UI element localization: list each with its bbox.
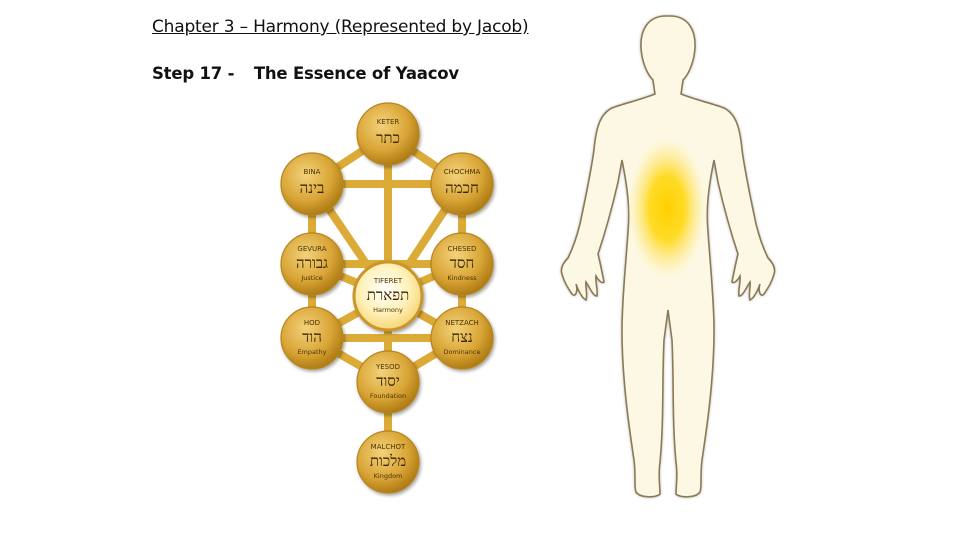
sefira-name: YESOD: [375, 363, 400, 371]
sefira-circle: [280, 306, 344, 370]
sefira-name: NETZACH: [445, 319, 479, 327]
sefira-circle: [430, 152, 494, 216]
sefira-circle: [430, 306, 494, 370]
sefira-hebrew: חכמה: [445, 179, 479, 197]
torso-glow: [627, 136, 707, 280]
sefira-translation: Harmony: [373, 306, 403, 314]
sefira-keter: KETER כתר: [356, 102, 420, 166]
sefira-circle: [430, 232, 494, 296]
sefira-hebrew: גבורה: [296, 254, 328, 272]
slide-title: Chapter 3 – Harmony (Represented by Jaco…: [152, 17, 529, 37]
sefira-circle: [280, 152, 344, 216]
sefira-translation: Dominance: [444, 348, 481, 356]
sefira-translation: Empathy: [297, 348, 326, 356]
sefira-translation: Kindness: [447, 274, 477, 282]
sefira-translation: Kingdom: [374, 472, 403, 480]
sefira-circle: [352, 260, 424, 332]
sefira-name: CHOCHMA: [444, 168, 481, 176]
sefira-hebrew: בינה: [300, 179, 325, 197]
sefira-hebrew: חסד: [450, 254, 475, 272]
sefira-hebrew: יסוד: [376, 372, 400, 390]
sefira-circle: [356, 350, 420, 414]
sefira-name: GEVURA: [297, 245, 326, 253]
step-title: The Essence of Yaacov: [253, 64, 459, 83]
sefira-chochma: CHOCHMA חכמה: [430, 152, 494, 216]
sefira-circle: [356, 102, 420, 166]
sefira-name: TIFERET: [373, 277, 403, 285]
sefira-translation: Foundation: [370, 392, 406, 400]
sefira-bina: BINA בינה: [280, 152, 344, 216]
sefira-name: CHESED: [448, 245, 477, 253]
sefira-circle: [280, 232, 344, 296]
sefira-translation: Justice: [300, 274, 322, 282]
sefira-name: BINA: [304, 168, 321, 176]
sefira-name: HOD: [304, 319, 320, 327]
sefira-hebrew: תפארת: [367, 286, 410, 304]
sefira-circle: [356, 430, 420, 494]
step-label: Step 17 -: [152, 64, 235, 83]
step-heading: Step 17 - The Essence of Yaacov: [152, 64, 459, 83]
sefira-name: KETER: [377, 118, 400, 126]
sefira-hebrew: מלכות: [370, 452, 406, 470]
sefira-hebrew: נצח: [451, 328, 473, 346]
sefira-name: MALCHOT: [371, 443, 406, 451]
sefira-hebrew: הוד: [302, 328, 322, 346]
sefira-hebrew: כתר: [376, 129, 400, 147]
